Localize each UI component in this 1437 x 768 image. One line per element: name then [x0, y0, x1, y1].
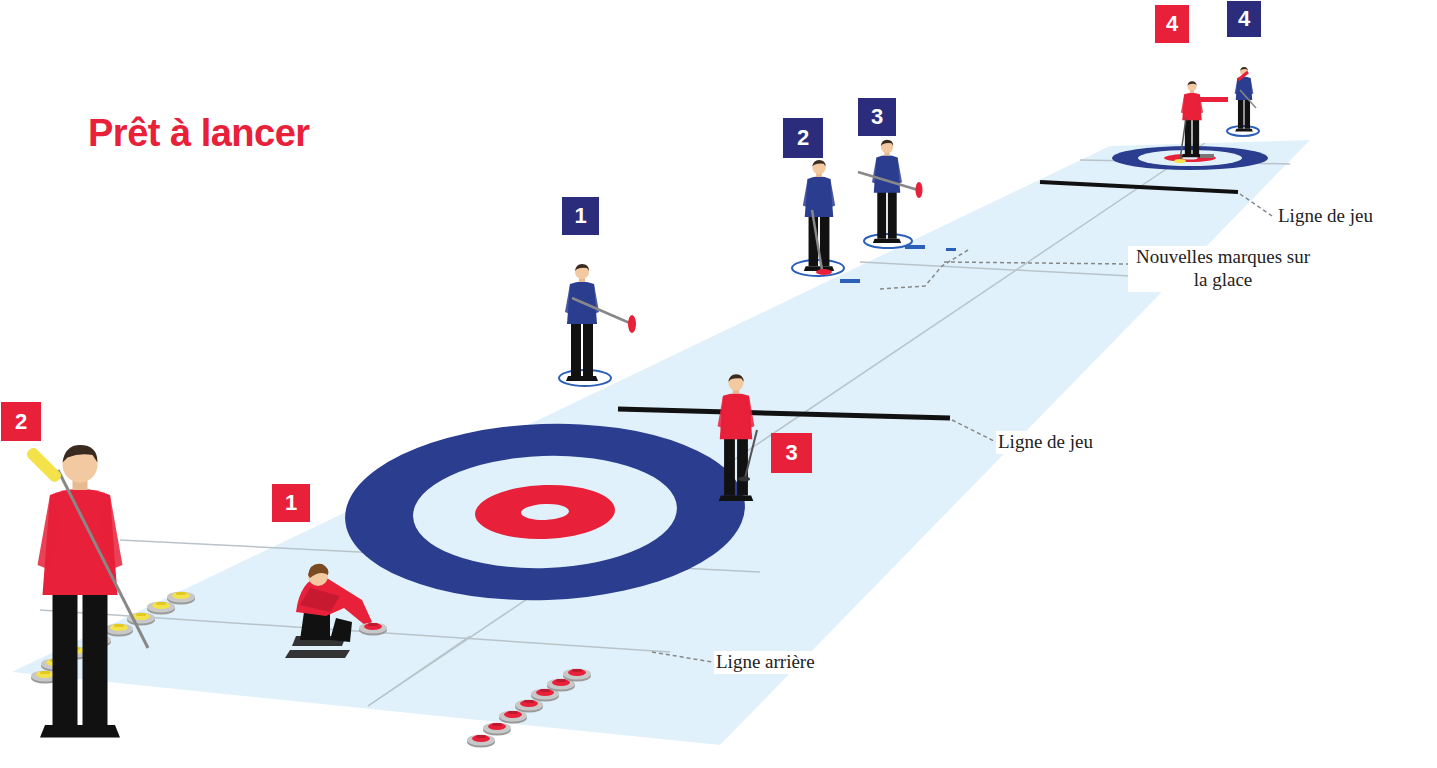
callout-number: 1 — [272, 484, 310, 522]
line-label: Ligne arrière — [714, 651, 817, 674]
callout-text: 3 — [871, 106, 883, 128]
callout-number: 4 — [1227, 1, 1261, 37]
diagram-title: Prêt à lancer — [88, 112, 310, 155]
callout-text: 1 — [285, 492, 297, 514]
callout-text: 4 — [1166, 13, 1178, 35]
callout-number: 3 — [858, 98, 896, 136]
callout-number: 4 — [1155, 5, 1189, 43]
callout-text: 4 — [1238, 8, 1250, 30]
callout-number: 2 — [1, 402, 41, 441]
callout-number: 3 — [771, 433, 812, 473]
callout-text: 2 — [15, 411, 27, 433]
callout-number: 2 — [783, 118, 823, 158]
callout-number: 1 — [562, 197, 599, 235]
callout-text: 1 — [574, 205, 586, 227]
annotation-label: Nouvelles marques sur la glace — [1128, 246, 1318, 292]
callout-text: 2 — [797, 127, 809, 149]
line-label: Ligne de jeu — [1276, 205, 1375, 228]
callout-text: 3 — [785, 442, 797, 464]
line-label: Ligne de jeu — [996, 431, 1095, 454]
